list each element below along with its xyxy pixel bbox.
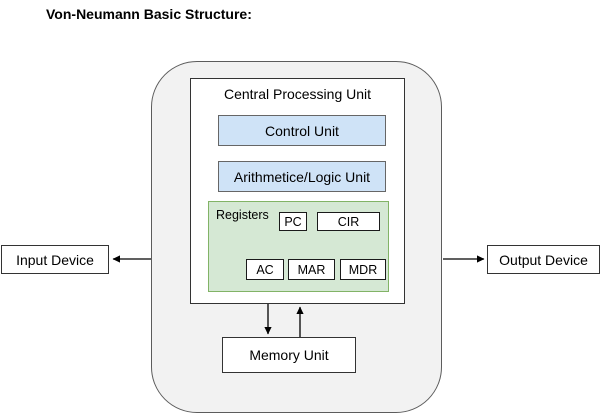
register-mar: MAR: [288, 259, 335, 280]
output-device-label: Output Device: [499, 251, 588, 268]
register-cir: CIR: [317, 212, 380, 231]
input-device-label: Input Device: [16, 251, 94, 268]
alu-label: Arithmetice/Logic Unit: [233, 168, 371, 185]
input-device-box: Input Device: [1, 245, 109, 274]
cpu-label: Central Processing Unit: [223, 86, 372, 102]
memory-unit-label: Memory Unit: [249, 347, 329, 363]
page-title: Von-Neumann Basic Structure:: [46, 6, 252, 22]
register-ac: AC: [246, 259, 284, 280]
alu-box: Arithmetice/Logic Unit: [218, 161, 386, 192]
register-mdr: MDR: [340, 259, 386, 280]
output-device-box: Output Device: [487, 245, 600, 274]
memory-unit-box: Memory Unit: [222, 337, 356, 373]
registers-box: Registers PC CIR AC MAR MDR: [208, 201, 389, 292]
control-unit-label: Control Unit: [265, 122, 339, 139]
register-pc: PC: [279, 212, 307, 231]
registers-label: Registers: [216, 208, 269, 222]
control-unit-box: Control Unit: [218, 115, 386, 146]
